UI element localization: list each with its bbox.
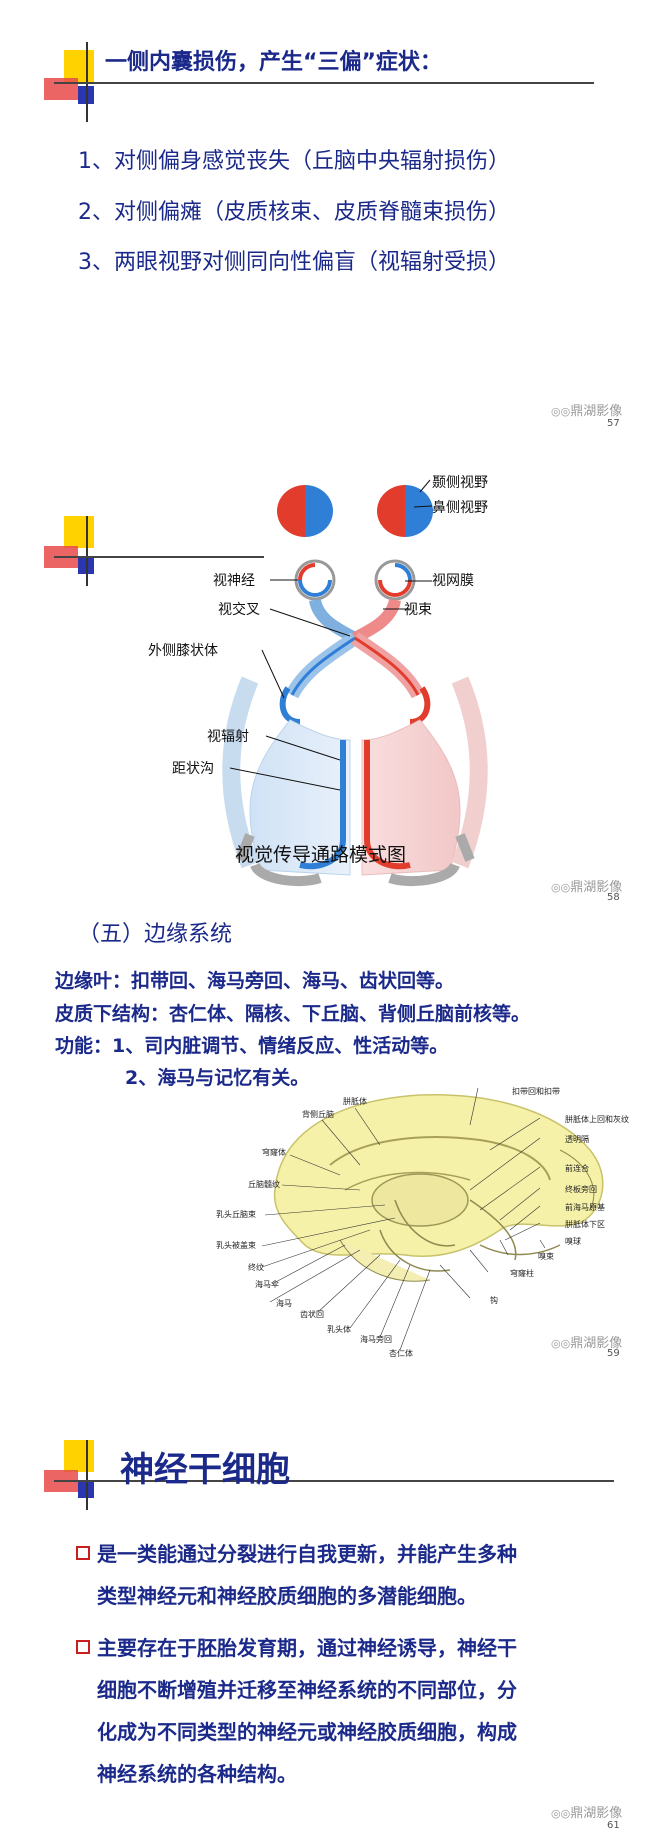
bullet-line: 是一类能通过分裂进行自我更新，并能产生多种 <box>97 1542 517 1566</box>
page-number: 57 <box>607 418 620 429</box>
diagram-label: 丘脑髓纹 <box>248 1180 280 1189</box>
page-number: 59 <box>607 1348 620 1359</box>
slide-58: 颞侧视野 鼻侧视野 视网膜 视神经 视交叉 视束 外侧膝状体 视辐射 距状沟 视… <box>0 440 647 903</box>
diagram-label: 终纹 <box>248 1263 264 1272</box>
diagram-label: 穹窿柱 <box>510 1269 534 1278</box>
watermark: ◎◎鼎湖影像 <box>551 404 623 419</box>
label-optic-radiation: 视辐射 <box>207 729 249 745</box>
diagram-label: 前海马原基 <box>565 1203 605 1212</box>
wechat-icon: ◎◎ <box>551 1807 571 1820</box>
label-nasal-field: 鼻侧视野 <box>432 500 488 516</box>
diagram-label: 透明隔 <box>565 1135 589 1144</box>
diagram-label: 海马旁回 <box>360 1335 392 1344</box>
diagram-caption: 视觉传导通路模式图 <box>235 844 407 866</box>
label-retina: 视网膜 <box>432 573 474 589</box>
diagram-label: 胼胝体 <box>343 1097 367 1106</box>
text-line: 2、海马与记忆有关。 <box>125 1067 310 1089</box>
list-item: 1、对侧偏身感觉丧失（丘脑中央辐射损伤） <box>78 149 510 174</box>
diagram-label: 前连合 <box>565 1164 589 1173</box>
right-eye <box>374 559 416 601</box>
diagram-label: 钩 <box>490 1296 498 1305</box>
diagram-label: 齿状回 <box>300 1310 324 1319</box>
diagram-label: 海马 <box>276 1299 292 1308</box>
diagram-label: 终板旁回 <box>565 1185 597 1194</box>
checkbox-bullet-icon <box>76 1640 90 1654</box>
right-visual-field <box>377 485 433 537</box>
page-number: 61 <box>607 1820 620 1831</box>
diagram-label: 扣带回和扣带 <box>512 1087 560 1096</box>
left-visual-field <box>277 485 333 544</box>
watermark: ◎◎鼎湖影像 <box>551 1806 623 1821</box>
watermark: ◎◎鼎湖影像 <box>551 1336 623 1351</box>
diagram-label: 乳头体 <box>327 1325 351 1334</box>
wechat-icon: ◎◎ <box>551 881 571 894</box>
list-item: 2、对侧偏瘫（皮质核束、皮质脊髓束损伤） <box>78 200 510 225</box>
label-optic-chiasm: 视交叉 <box>218 602 260 618</box>
label-lgn: 外侧膝状体 <box>148 643 218 659</box>
diagram-label: 穹窿体 <box>262 1148 286 1157</box>
watermark: ◎◎鼎湖影像 <box>551 880 623 895</box>
wechat-icon: ◎◎ <box>551 405 571 418</box>
label-optic-nerve: 视神经 <box>213 573 255 589</box>
diagram-label: 乳头丘脑束 <box>216 1210 256 1219</box>
visual-pathway-diagram <box>222 479 488 887</box>
label-calcarine-sulcus: 距状沟 <box>172 761 214 777</box>
diagram-label: 胼胝体下区 <box>565 1220 605 1229</box>
diagram-label: 杏仁体 <box>389 1349 413 1358</box>
slide-57: 一侧内囊损伤，产生“三偏”症状： 1、对侧偏身感觉丧失（丘脑中央辐射损伤） 2、… <box>0 0 647 440</box>
slide-61: 神经干细胞 是一类能通过分裂进行自我更新，并能产生多种 类型神经元和神经胶质细胞… <box>0 1370 647 1836</box>
slide-title: 一侧内囊损伤，产生“三偏”症状： <box>105 50 442 75</box>
page-number: 58 <box>607 892 620 903</box>
left-eye <box>294 559 336 601</box>
slide-59: （五）边缘系统 边缘叶：扣带回、海马旁回、海马、齿状回等。 皮质下结构：杏仁体、… <box>0 900 647 1370</box>
diagram-label: 嗅束 <box>538 1252 554 1261</box>
bullet-line: 类型神经元和神经胶质细胞的多潜能细胞。 <box>97 1584 477 1608</box>
section-heading: （五）边缘系统 <box>78 922 233 947</box>
slide-title: 神经干细胞 <box>120 1450 290 1490</box>
text-line: 边缘叶：扣带回、海马旁回、海马、齿状回等。 <box>55 970 455 992</box>
text-line: 皮质下结构：杏仁体、隔核、下丘脑、背侧丘脑前核等。 <box>55 1003 531 1025</box>
list-item: 3、两眼视野对侧同向性偏盲（视辐射受损） <box>78 250 510 275</box>
limbic-system-diagram <box>261 1087 604 1351</box>
bullet-line: 主要存在于胚胎发育期，通过神经诱导，神经干 <box>97 1636 517 1660</box>
diagram-label: 乳头被盖束 <box>216 1241 256 1250</box>
diagram-label: 嗅球 <box>565 1237 581 1246</box>
bullet-line: 细胞不断增殖并迁移至神经系统的不同部位，分 <box>97 1678 517 1702</box>
label-temporal-field: 颞侧视野 <box>432 475 488 491</box>
wechat-icon: ◎◎ <box>551 1337 571 1350</box>
diagram-label: 胼胝体上回和灰纹 <box>565 1115 629 1124</box>
label-optic-tract: 视束 <box>404 602 432 618</box>
bullet-line: 化成为不同类型的神经元或神经胶质细胞，构成 <box>97 1720 517 1744</box>
corner-decoration <box>44 42 594 122</box>
corner-decoration <box>44 1440 614 1520</box>
diagram-label: 海马伞 <box>255 1280 279 1289</box>
text-line: 功能：1、司内脏调节、情绪反应、性活动等。 <box>55 1035 449 1057</box>
checkbox-bullet-icon <box>76 1546 90 1560</box>
corner-decoration <box>44 516 264 596</box>
diagram-label: 背侧丘脑 <box>302 1110 334 1119</box>
bullet-line: 神经系统的各种结构。 <box>97 1762 297 1786</box>
